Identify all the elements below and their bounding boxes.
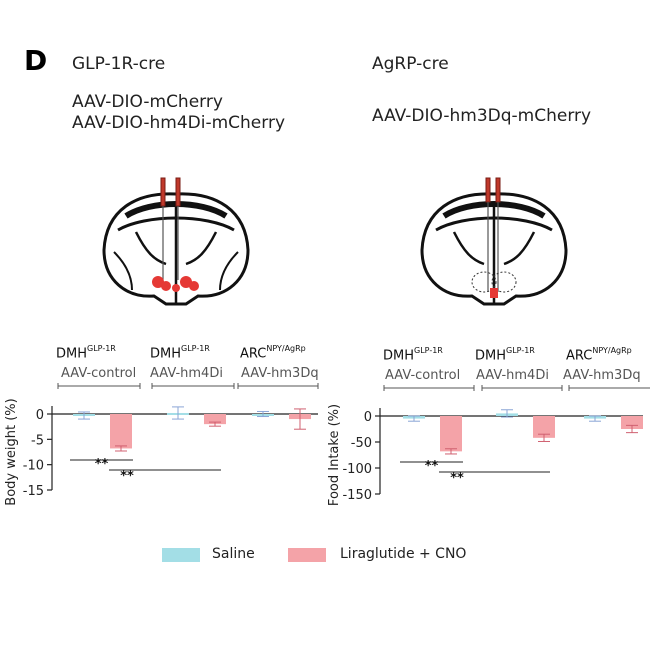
left-virus-2: AAV-DIO-hm4Di-mCherry xyxy=(72,113,286,133)
right-group-label-3: ARCNPY/AgRp xyxy=(566,346,632,364)
panel-letter: D xyxy=(24,44,48,77)
y-tick-label: -50 xyxy=(351,436,372,451)
right-mouse-line: AgRP-cre xyxy=(372,54,449,74)
bar-liraglutide-cno xyxy=(110,414,132,449)
y-tick-label: -15 xyxy=(23,484,44,499)
left-group-sub-2: AAV-hm4Di xyxy=(150,366,223,381)
left-cannula-2 xyxy=(175,177,181,207)
significance-label: ** xyxy=(120,469,134,484)
y-tick-label: -100 xyxy=(342,462,372,477)
left-group-label-3: ARCNPY/AgRp xyxy=(240,344,306,362)
right-group-sub-1: AAV-control xyxy=(385,368,461,383)
y-tick-label: 0 xyxy=(364,410,372,425)
right-group-sub-2: AAV-hm4Di xyxy=(476,368,549,383)
legend-label-liraglutide-cno: Liraglutide + CNO xyxy=(340,546,467,562)
right-group-label-2: DMHGLP-1R xyxy=(475,346,535,364)
right-cannula-2 xyxy=(495,177,501,203)
y-tick-label: -5 xyxy=(31,433,44,448)
y-tick-label: -150 xyxy=(342,488,372,503)
y-axis-label: Food Intake (%) xyxy=(327,404,342,506)
bar-liraglutide-cno xyxy=(440,416,462,452)
bar-liraglutide-cno xyxy=(533,416,555,438)
left-group-sub-1: AAV-control xyxy=(61,366,137,381)
right-group-sub-3: AAV-hm3Dq xyxy=(563,368,641,383)
significance-label: ** xyxy=(450,471,464,486)
y-tick-label: 0 xyxy=(36,408,44,423)
significance-label: ** xyxy=(425,459,439,474)
left-mouse-line: GLP-1R-cre xyxy=(72,54,166,74)
left-group-label-2: DMHGLP-1R xyxy=(150,344,210,362)
left-group-sub-3: AAV-hm3Dq xyxy=(241,366,319,381)
body-weight-chart: 0 -5 -10 -15 Body weight (%) ** ** xyxy=(4,383,319,506)
right-virus-1: AAV-DIO-hm3Dq-mCherry xyxy=(372,106,592,126)
significance-label: ** xyxy=(95,457,109,472)
right-brain-section-illustration xyxy=(420,177,568,306)
legend-swatch-liraglutide-cno xyxy=(288,548,326,562)
left-brain-section-illustration xyxy=(102,177,250,306)
legend-swatch-saline xyxy=(162,548,200,562)
right-group-label-1: DMHGLP-1R xyxy=(383,346,443,364)
legend-label-saline: Saline xyxy=(212,546,255,562)
left-cannula-1 xyxy=(160,177,166,207)
y-axis-label: Body weight (%) xyxy=(4,398,19,505)
y-tick-label: -10 xyxy=(23,459,44,474)
left-group-label-1: DMHGLP-1R xyxy=(56,344,116,362)
bar-liraglutide-cno xyxy=(204,414,226,425)
left-virus-1: AAV-DIO-mCherry xyxy=(72,92,223,112)
right-cannula-1 xyxy=(485,177,491,203)
